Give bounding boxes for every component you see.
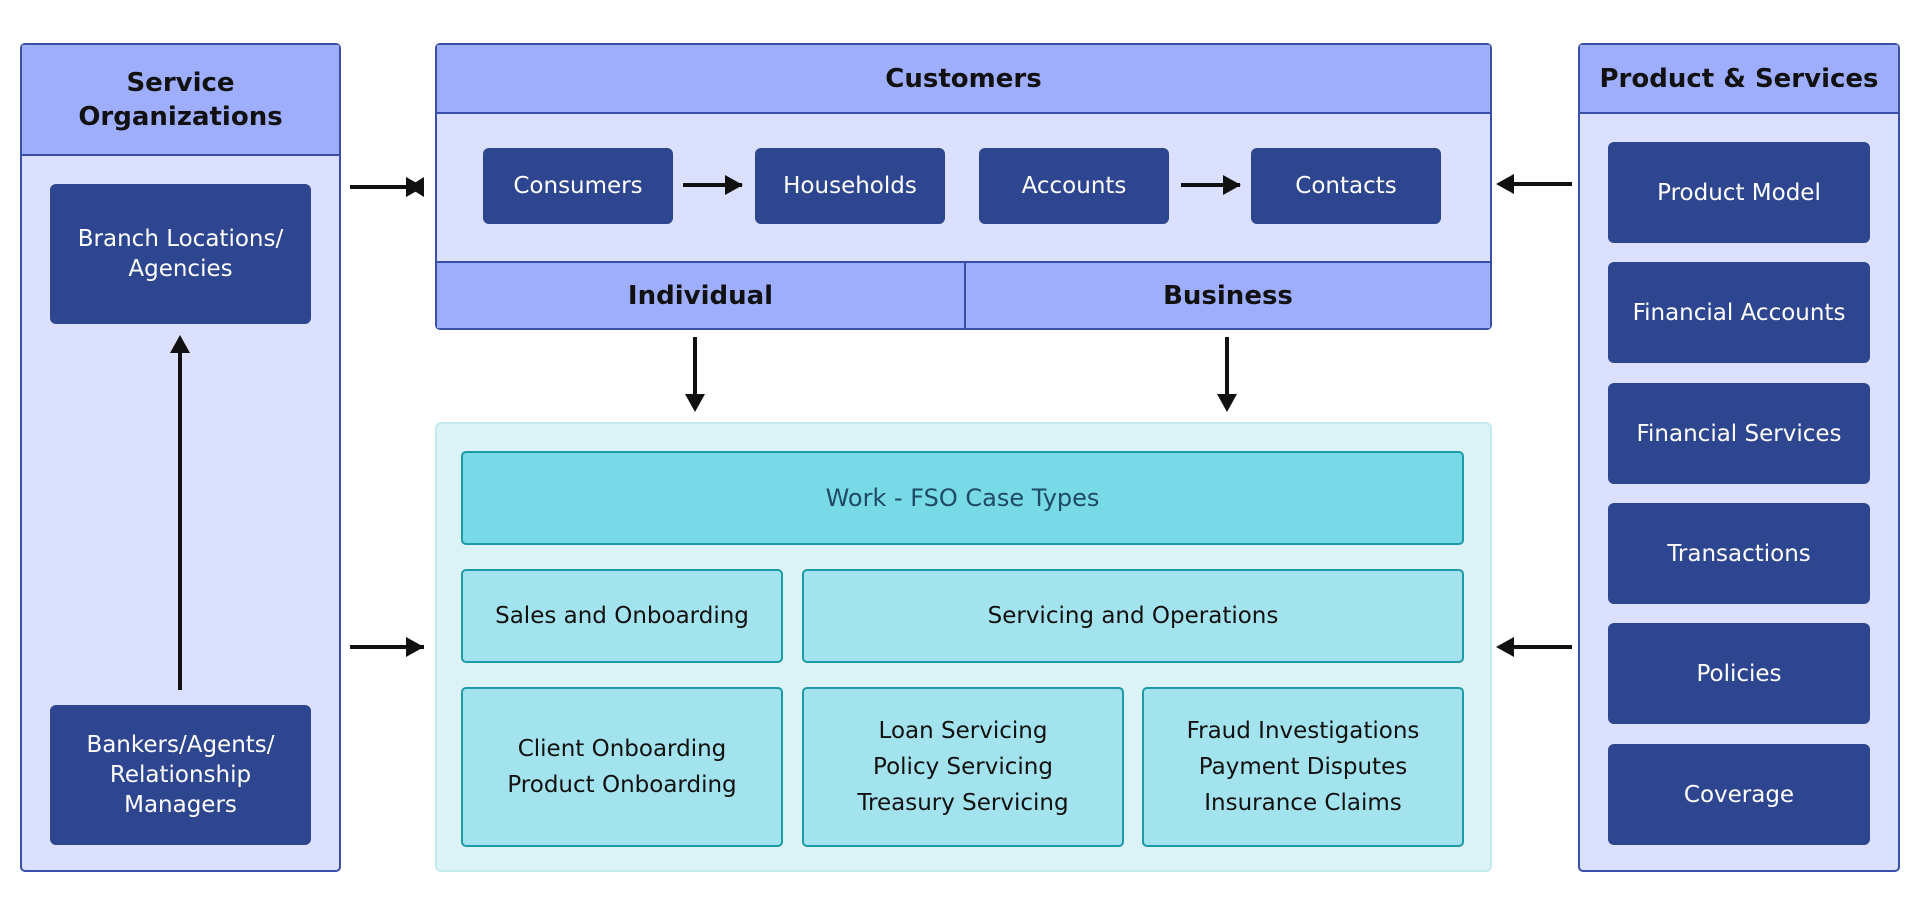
service-organizations-title: Service Organizations (22, 45, 339, 156)
customers-panel: Customers Consumers Households Accounts … (435, 43, 1492, 330)
loan-policy-treasury-servicing-box[interactable]: Loan Servicing Policy Servicing Treasury… (802, 687, 1124, 847)
transactions-box[interactable]: Transactions (1608, 503, 1870, 604)
bankers-agents-box[interactable]: Bankers/Agents/ Relationship Managers (50, 705, 311, 845)
head-individual-to-work (685, 394, 705, 412)
accounts-box[interactable]: Accounts (979, 148, 1169, 224)
consumers-box[interactable]: Consumers (483, 148, 673, 224)
head-products-to-customers (1496, 174, 1514, 194)
contacts-box[interactable]: Contacts (1251, 148, 1441, 224)
financial-services-box[interactable]: Financial Services (1608, 383, 1870, 484)
individual-segment: Individual (627, 280, 774, 311)
head-products-to-work (1496, 637, 1514, 657)
branch-locations-box[interactable]: Branch Locations/ Agencies (50, 184, 311, 324)
head-service-to-customers (406, 177, 424, 197)
customers-title: Customers (437, 45, 1490, 114)
fraud-disputes-claims-box[interactable]: Fraud Investigations Payment Disputes In… (1142, 687, 1464, 847)
product-services-title: Product & Services (1580, 45, 1898, 114)
head-service-to-work (406, 637, 424, 657)
head-business-to-work (1217, 394, 1237, 412)
work-fso-case-types-box[interactable]: Work - FSO Case Types (461, 451, 1464, 545)
customer-segments-bar: Individual Business (437, 261, 1490, 328)
work-area-panel: Work - FSO Case Types Sales and Onboardi… (435, 422, 1492, 872)
households-box[interactable]: Households (755, 148, 945, 224)
client-product-onboarding-box[interactable]: Client Onboarding Product Onboarding (461, 687, 783, 847)
financial-accounts-box[interactable]: Financial Accounts (1608, 262, 1870, 363)
product-model-box[interactable]: Product Model (1608, 142, 1870, 243)
arrow-service-to-customers-head (408, 177, 424, 197)
servicing-operations-box[interactable]: Servicing and Operations (802, 569, 1464, 663)
coverage-box[interactable]: Coverage (1608, 744, 1870, 845)
product-services-panel: Product & Services Product Model Financi… (1578, 43, 1900, 872)
service-organizations-panel: Service Organizations Branch Locations/ … (20, 43, 341, 872)
segment-divider (964, 263, 966, 328)
policies-box[interactable]: Policies (1608, 623, 1870, 724)
business-segment: Business (1163, 280, 1293, 311)
sales-onboarding-box[interactable]: Sales and Onboarding (461, 569, 783, 663)
